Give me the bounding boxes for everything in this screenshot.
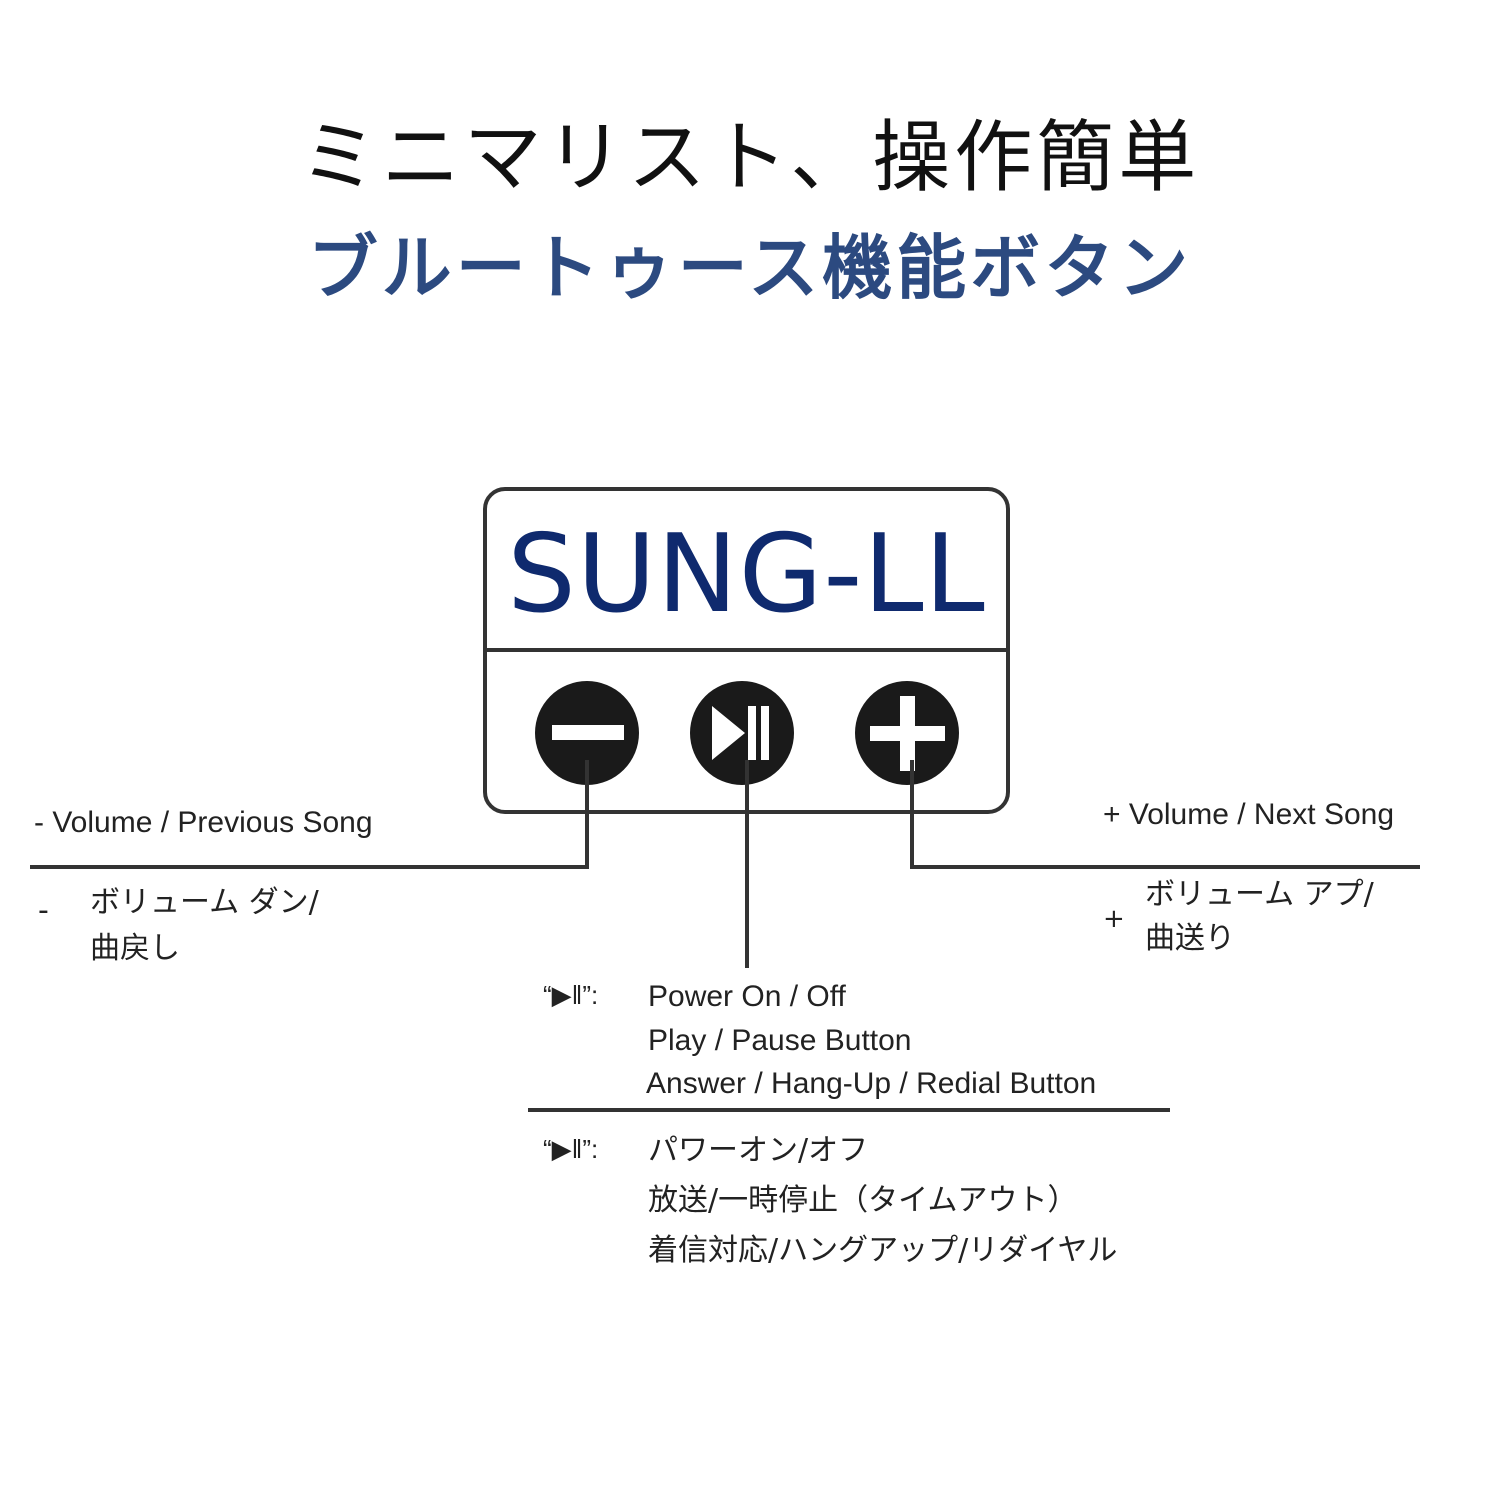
plus-sign: + <box>1103 904 1125 934</box>
play-label-jp-3: 着信対応/ハングアップ/リダイヤル <box>648 1233 1118 1268</box>
play-symbol-jp: “▶‖”: <box>543 1134 599 1164</box>
minus-label-jp-2: 曲戻し <box>90 931 180 966</box>
minus-label-jp-1: ボリューム ダン/ <box>90 885 319 920</box>
play-label-jp-1: パワーオン/オフ <box>648 1133 869 1168</box>
title: ミニマリスト、操作簡単 <box>299 113 1201 203</box>
plus-label-jp-2: 曲送り <box>1145 921 1235 956</box>
play-label-en-1: Power On / Off <box>648 980 846 1013</box>
plus-icon <box>855 681 959 785</box>
subtitle: ブルートゥース機能ボタン <box>307 227 1193 309</box>
brand-logo: SUNG-LL <box>507 512 986 637</box>
minus-icon <box>535 681 639 785</box>
play-label-en-2: Play / Pause Button <box>648 1024 912 1057</box>
play-pause-icon <box>690 681 794 785</box>
plus-label-jp-1: ボリューム アプ/ <box>1145 877 1374 912</box>
plus-label-en: + Volume / Next Song <box>1103 798 1395 831</box>
minus-leader-line <box>30 760 589 869</box>
play-symbol-en: “▶‖”: <box>543 980 599 1010</box>
minus-sign: - <box>38 893 49 928</box>
minus-label-en: - Volume / Previous Song <box>34 806 373 839</box>
plus-leader-line <box>910 760 1420 869</box>
play-label-jp-2: 放送/一時停止（タイムアウト） <box>648 1183 1078 1218</box>
play-label-en-3: Answer / Hang-Up / Redial Button <box>646 1067 1097 1100</box>
